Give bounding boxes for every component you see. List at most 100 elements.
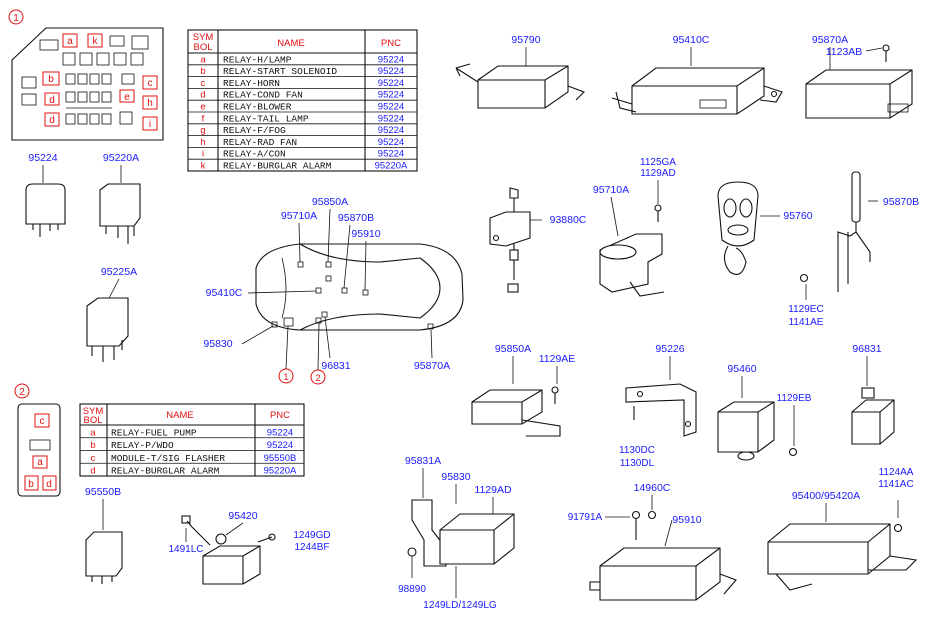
row-name: RELAY-TAIL LAMP — [223, 113, 309, 124]
svg-text:d: d — [46, 479, 52, 490]
svg-text:BOL: BOL — [83, 415, 102, 426]
svg-text:b: b — [48, 74, 54, 85]
sensor-93880C: 93880C — [489, 187, 587, 293]
svg-text:1130DC: 1130DC — [619, 445, 655, 456]
row-symbol: f — [202, 113, 205, 124]
row-symbol: d — [200, 90, 205, 101]
svg-text:1: 1 — [13, 13, 19, 24]
row-name: RELAY-BURGLAR ALARM — [111, 466, 220, 477]
svg-text:d: d — [49, 115, 55, 126]
row-symbol: e — [200, 102, 205, 113]
svg-text:95220A: 95220A — [103, 152, 139, 164]
svg-text:1129AD: 1129AD — [640, 168, 675, 179]
svg-text:95410C: 95410C — [206, 287, 243, 299]
row-symbol: d — [90, 466, 95, 477]
svg-text:1: 1 — [283, 372, 288, 382]
module-95870A: 95870A 1123AB — [805, 34, 913, 119]
svg-text:98890: 98890 — [398, 584, 426, 595]
svg-text:91791A: 91791A — [568, 512, 603, 523]
siren-95710A: 95710A 1125GA 1129AD — [593, 157, 676, 297]
svg-text:95850A: 95850A — [312, 196, 348, 208]
svg-text:95910: 95910 — [351, 228, 380, 240]
table-row: c RELAY-HORN 95224 — [188, 76, 417, 89]
svg-text:95870B: 95870B — [883, 196, 919, 208]
svg-text:1125GA: 1125GA — [640, 157, 676, 168]
module-95910: 14960C 91791A 95910 — [568, 482, 737, 601]
row-symbol: k — [201, 161, 206, 172]
table-row: b RELAY-START SOLENOID 95224 — [188, 64, 417, 77]
svg-text:1249LD/1249LG: 1249LD/1249LG — [423, 600, 497, 611]
row-pnc: 95224 — [378, 113, 404, 124]
table-row: f RELAY-TAIL LAMP 95224 — [188, 111, 417, 124]
svg-text:1141AE: 1141AE — [789, 317, 824, 328]
svg-text:1141AC: 1141AC — [878, 479, 913, 490]
row-pnc: 95224 — [378, 90, 404, 101]
svg-text:95790: 95790 — [511, 34, 540, 46]
row-symbol: b — [200, 66, 205, 77]
fuse-slot-a — [62, 33, 78, 48]
svg-text:95226: 95226 — [655, 343, 684, 355]
row-name: RELAY-F/FOG — [223, 125, 286, 136]
row-pnc: 95220A — [375, 161, 408, 172]
svg-text:95830: 95830 — [441, 471, 470, 483]
svg-text:96831: 96831 — [852, 343, 881, 355]
row-symbol: i — [202, 149, 204, 160]
relay-95220A: 95220A — [99, 152, 141, 244]
row-pnc: 95224 — [378, 66, 404, 77]
svg-text:1123AB: 1123AB — [826, 46, 863, 58]
svg-text:95830: 95830 — [203, 338, 232, 350]
svg-text:a: a — [37, 457, 43, 468]
module-95460: 95460 1129EB — [717, 363, 812, 461]
row-name: RELAY-FUEL PUMP — [111, 427, 197, 438]
module-95550B: 95550B — [85, 486, 123, 584]
svg-text:1124AA: 1124AA — [879, 467, 914, 478]
row-name: RELAY-HORN — [223, 78, 280, 89]
row-name: RELAY-A/CON — [223, 149, 286, 160]
section2-marker: 2 — [14, 383, 30, 399]
sensor-95870B: 95870B 1129EC 1141AE — [788, 171, 919, 328]
svg-text:BOL: BOL — [193, 42, 212, 53]
header-pnc: PNC — [381, 38, 401, 49]
row-name: RELAY-P/WDO — [111, 440, 174, 451]
row-symbol: h — [200, 137, 205, 148]
svg-text:95831A: 95831A — [405, 455, 441, 467]
svg-text:2: 2 — [19, 387, 25, 398]
module-95850A: 95850A 1129AE — [471, 343, 575, 437]
row-name: RELAY-RAD FAN — [223, 137, 297, 148]
svg-text:1129EC: 1129EC — [788, 304, 823, 315]
module-95790: 95790 — [455, 34, 585, 109]
svg-text:c: c — [40, 416, 45, 427]
relay-95225A: 95225A — [86, 266, 137, 362]
row-symbol: c — [201, 78, 206, 89]
car-callouts: 95850A 95710A 95870B 95910 95410C 95830 … — [203, 196, 450, 372]
row-pnc: 95224 — [378, 102, 404, 113]
row-pnc: 95224 — [378, 78, 404, 89]
svg-text:96831: 96831 — [321, 360, 350, 372]
svg-text:1129EB: 1129EB — [777, 393, 812, 404]
row-symbol: c — [91, 453, 96, 464]
header-name: NAME — [277, 38, 304, 49]
svg-text:95420: 95420 — [228, 510, 257, 522]
remote-95760: 95760 — [717, 181, 813, 275]
svg-text:95910: 95910 — [672, 514, 701, 526]
svg-text:95710A: 95710A — [593, 184, 629, 196]
svg-text:k: k — [93, 36, 99, 47]
svg-text:1249GD: 1249GD — [293, 530, 330, 541]
svg-text:14960C: 14960C — [634, 482, 671, 494]
svg-text:95400/95420A: 95400/95420A — [792, 490, 860, 502]
row-name: RELAY-START SOLENOID — [223, 66, 337, 77]
row-symbol: g — [200, 125, 205, 136]
fusebox-2: c a b d — [17, 403, 61, 497]
header-symbol: SYM — [193, 32, 214, 43]
row-pnc: 95224 — [378, 125, 404, 136]
